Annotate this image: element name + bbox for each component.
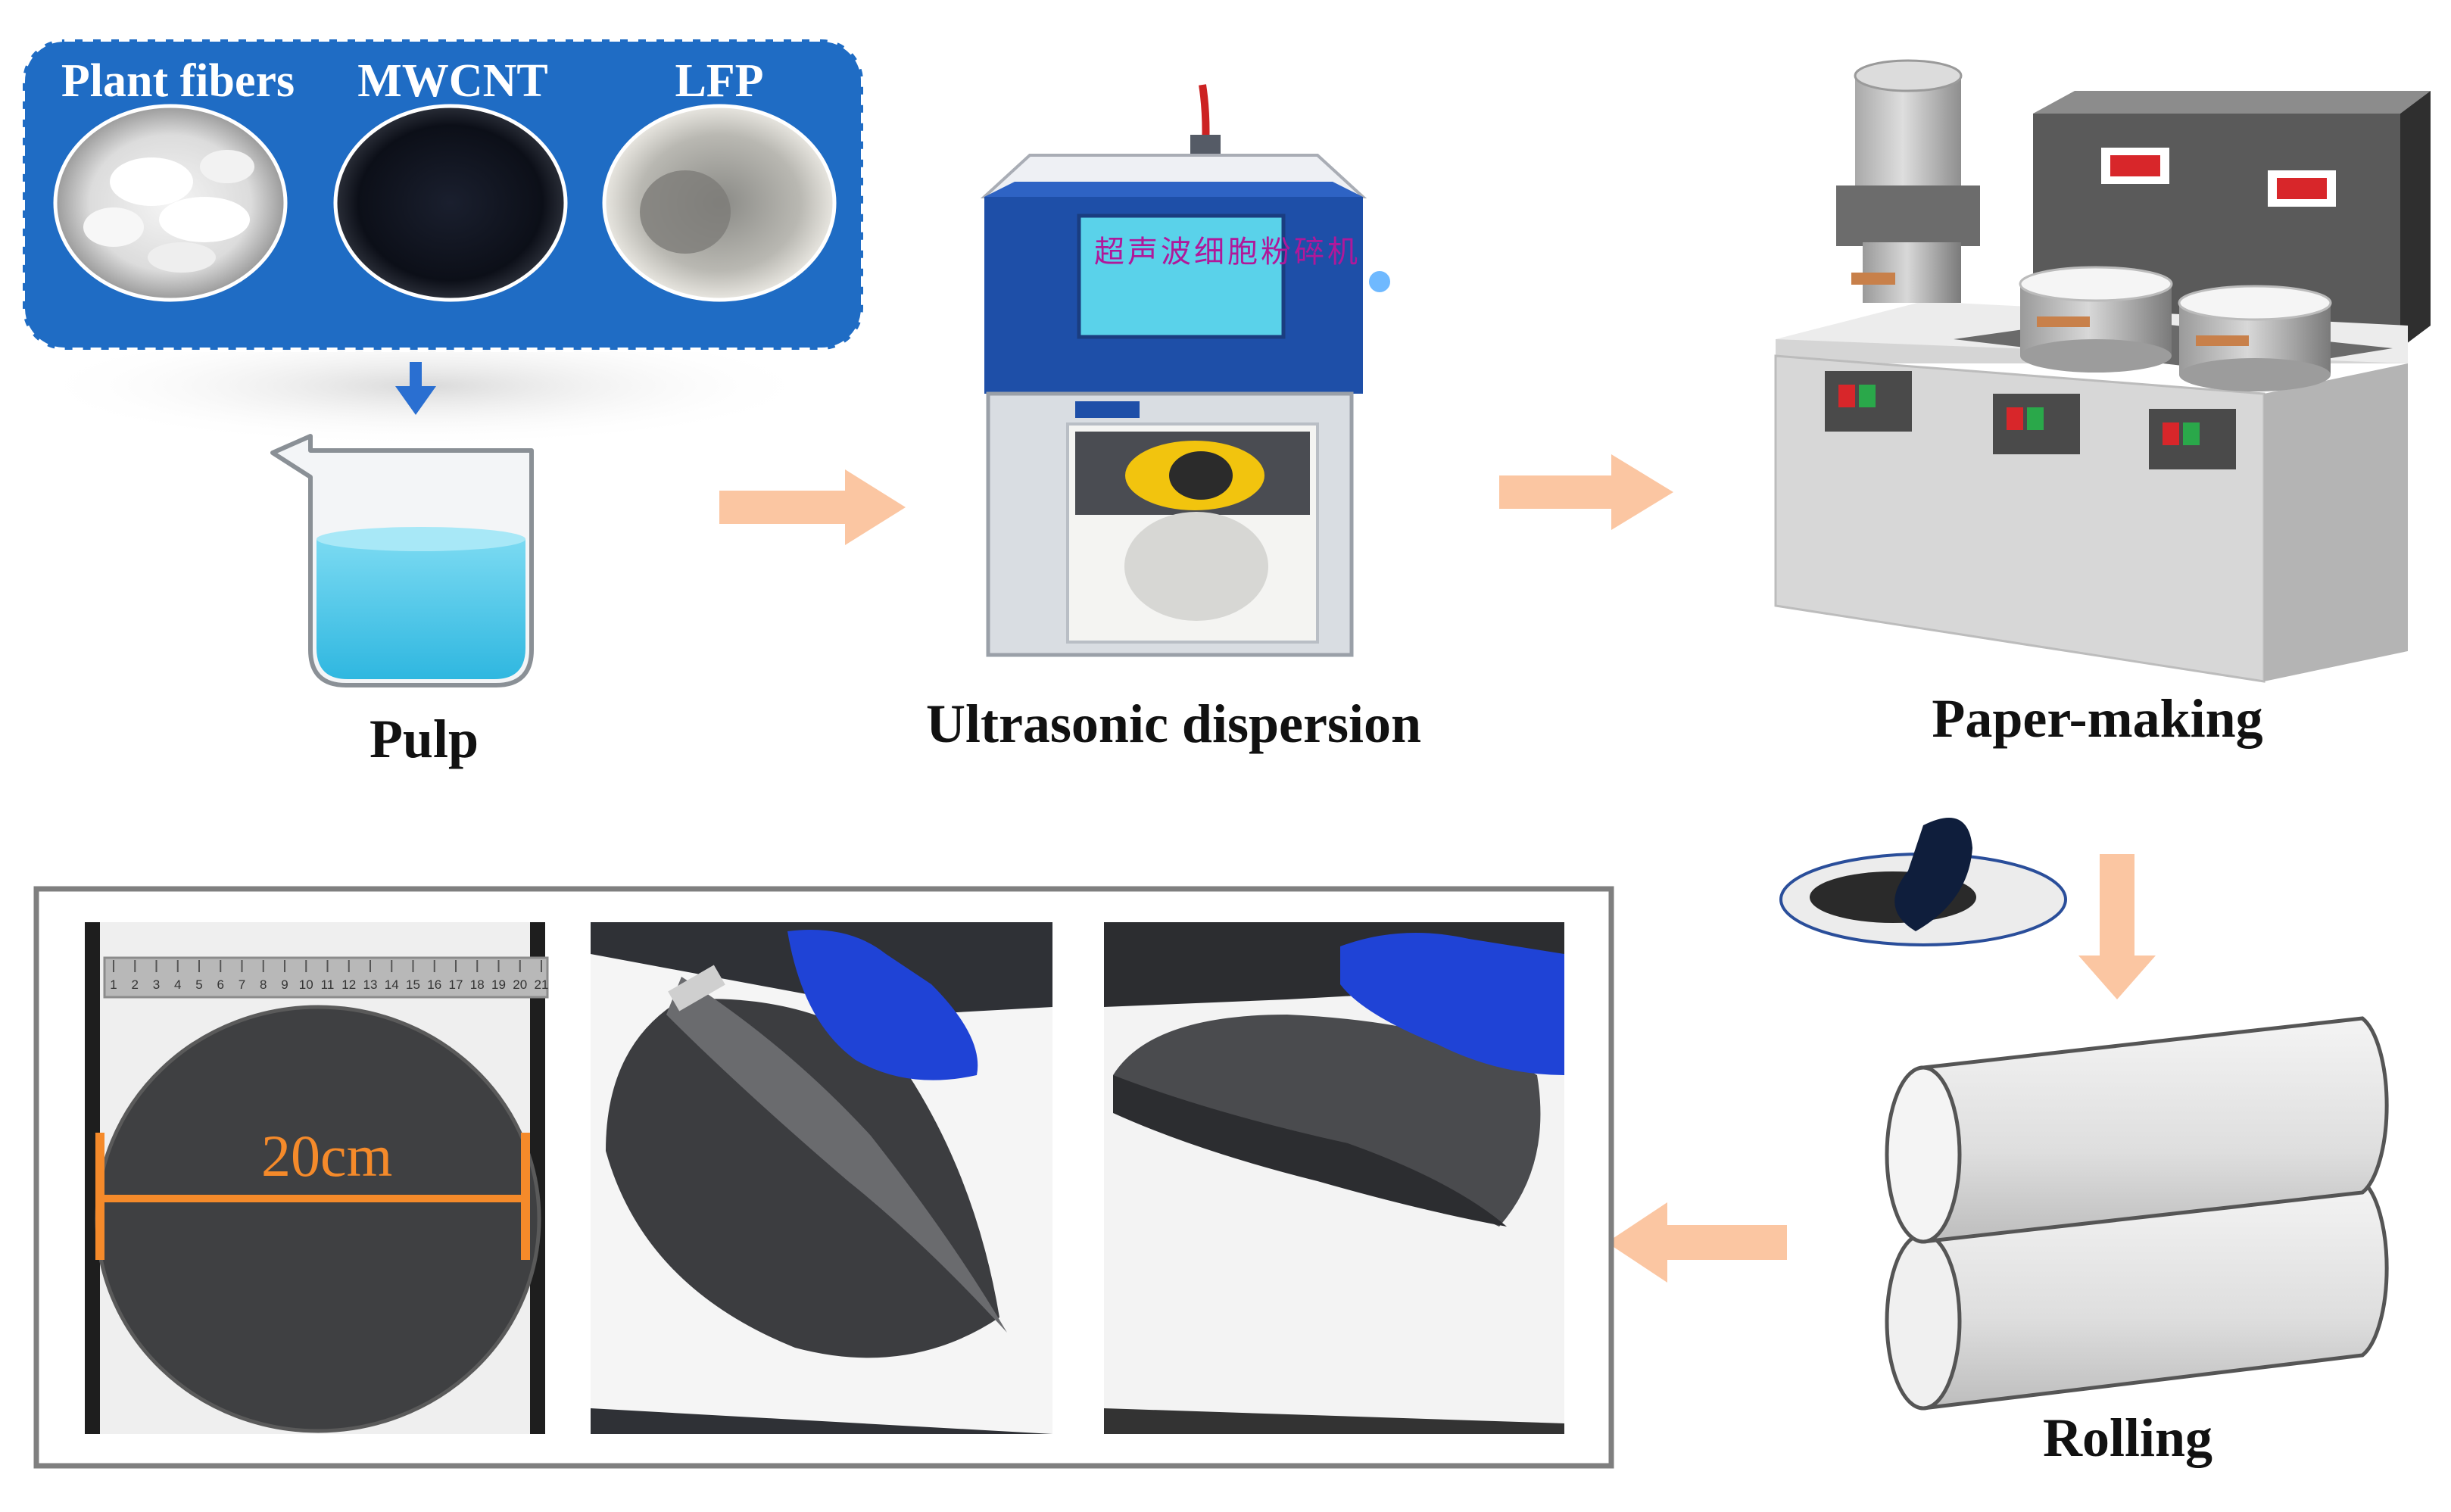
- paper-making-label: Paper-making: [1932, 688, 2263, 749]
- down-arrow-to-pulp: [395, 362, 436, 415]
- lfp-label: LFP: [675, 55, 764, 107]
- ruler-number: 5: [195, 977, 202, 992]
- peeled-sheet-icon: [1779, 818, 2067, 946]
- lfp-photo: [602, 104, 837, 302]
- paper-making-machine: [1774, 59, 2431, 683]
- beaker-icon: [270, 434, 534, 687]
- mwcnt-label: MWCNT: [357, 55, 548, 107]
- ruler-number: 4: [174, 977, 181, 992]
- ruler-number: 12: [341, 977, 356, 992]
- ruler-number: 21: [535, 977, 549, 992]
- mwcnt-photo: [333, 104, 568, 302]
- flow-arrow-1: [719, 469, 906, 545]
- ruler-number: 9: [281, 977, 288, 992]
- flow-arrow-2: [1499, 454, 1673, 530]
- ruler-number: 15: [406, 977, 420, 992]
- ruler-number: 10: [299, 977, 313, 992]
- flow-arrow-4: [1607, 1202, 1787, 1283]
- ruler-number: 6: [217, 977, 224, 992]
- ruler-number: 18: [470, 977, 485, 992]
- ruler-number: 3: [153, 977, 160, 992]
- photo-sheet-peel-1: [591, 922, 1052, 1434]
- rolling-rollers: [1885, 1016, 2389, 1411]
- diameter-scale-label: 20cm: [261, 1123, 393, 1189]
- device-screen-text: 超声波细胞粉碎机: [1094, 235, 1361, 270]
- flow-arrow-3: [2078, 854, 2156, 999]
- ruler-number: 7: [239, 977, 245, 992]
- ultrasonic-device: [980, 84, 1393, 657]
- ruler-number: 19: [491, 977, 506, 992]
- ruler-number: 2: [132, 977, 139, 992]
- ruler-number: 13: [363, 977, 378, 992]
- materials-panel: [20, 37, 865, 447]
- ruler-number: 17: [449, 977, 463, 992]
- ultrasonic-dispersion-label: Ultrasonic dispersion: [925, 694, 1422, 754]
- plant-fibers-label: Plant fibers: [61, 55, 295, 107]
- ruler-number: 14: [385, 977, 399, 992]
- rolling-label: Rolling: [2042, 1408, 2213, 1468]
- ruler-number: 16: [427, 977, 441, 992]
- photo-sheet-peel-2: [1104, 922, 1564, 1434]
- ruler-number: 11: [321, 977, 335, 992]
- ruler-number: 20: [513, 977, 527, 992]
- ruler-number: 8: [260, 977, 267, 992]
- ruler-number: 1: [110, 977, 117, 992]
- plant-fibers-photo: [53, 104, 288, 302]
- pulp-label: Pulp: [369, 709, 479, 769]
